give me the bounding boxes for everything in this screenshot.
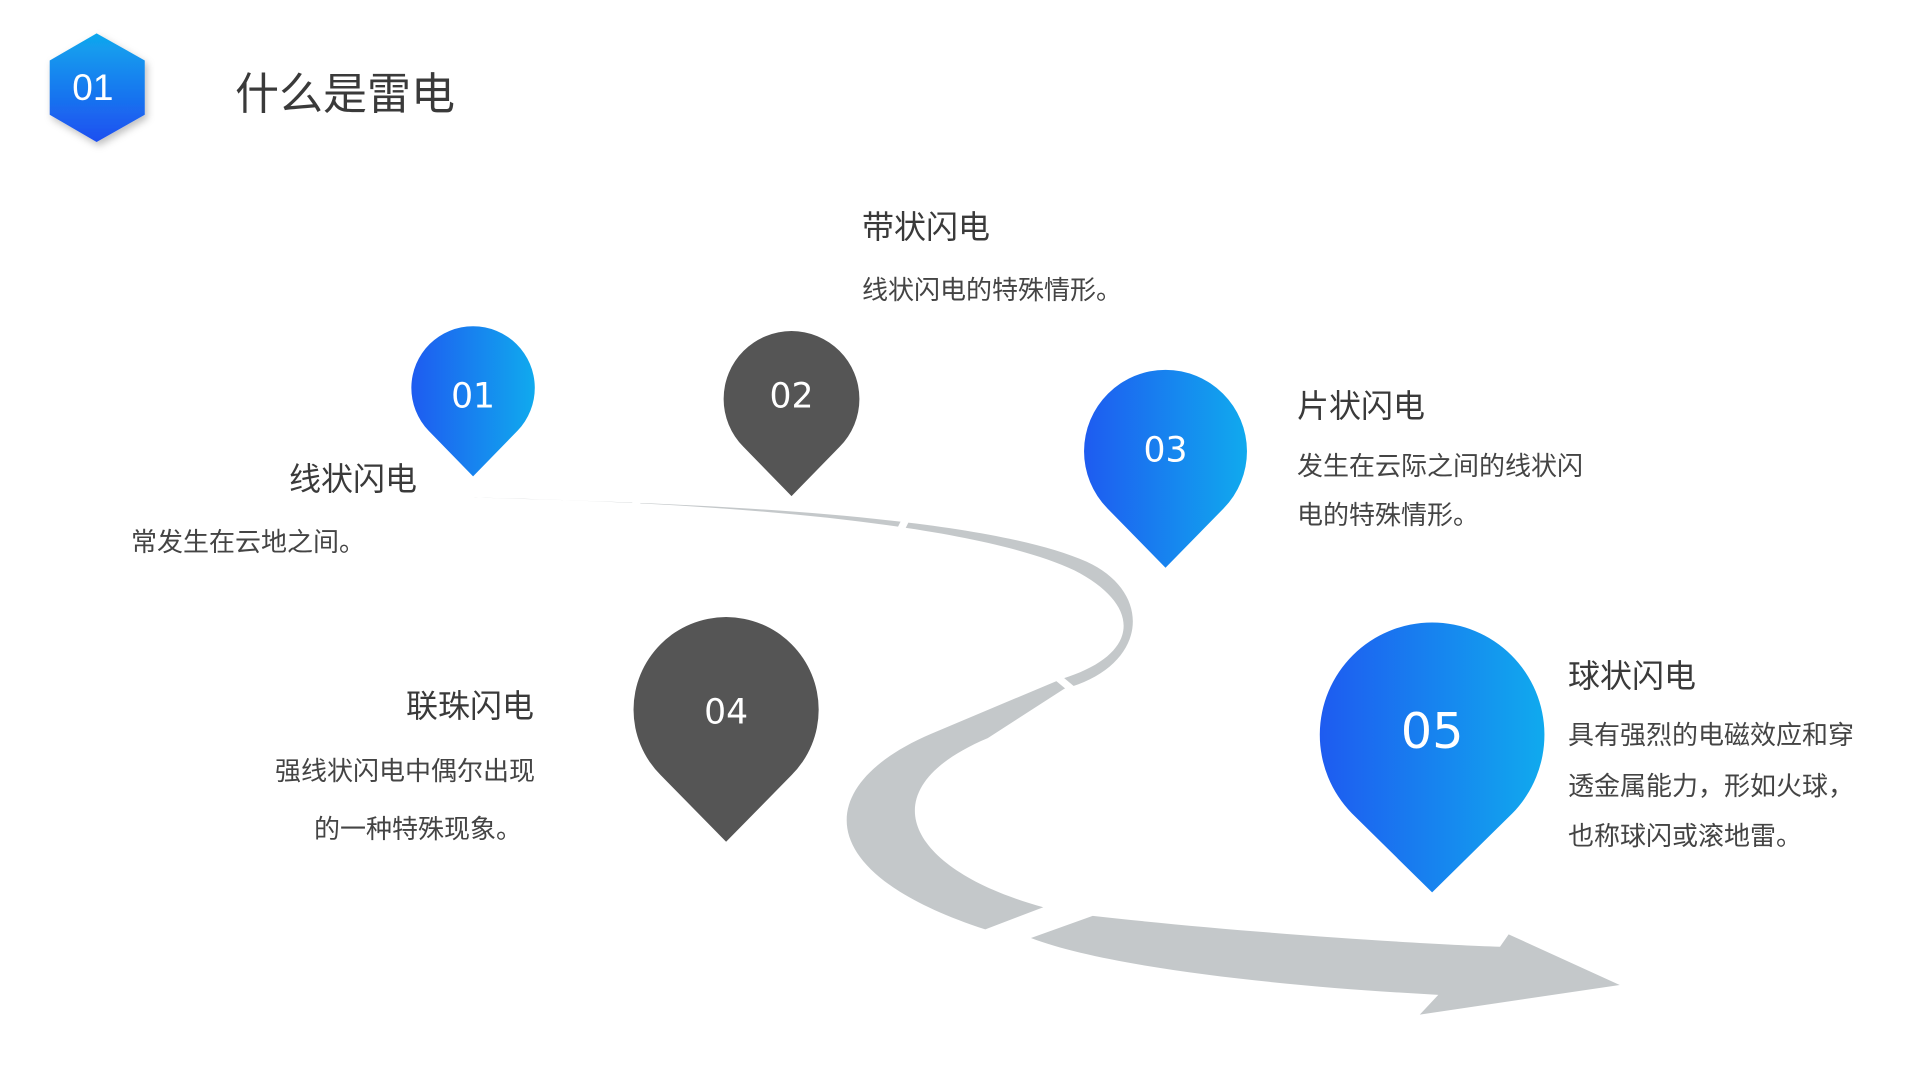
- pin-05[interactable]: 05: [1319, 622, 1545, 893]
- pin-number: 05: [1401, 702, 1464, 760]
- item-05-desc-line1: 具有强烈的电磁效应和穿: [1568, 721, 1855, 751]
- pin-number: 04: [704, 692, 748, 732]
- pin-number: 03: [1144, 431, 1188, 471]
- item-03-desc-line1: 发生在云际之间的线状闪: [1297, 452, 1584, 482]
- map-pin-icon: [411, 326, 535, 477]
- item-03-desc-line2: 电的特殊情形。: [1297, 501, 1480, 531]
- pin-01[interactable]: 01: [411, 326, 535, 477]
- item-01-title: 线状闪电: [288, 460, 417, 498]
- map-pin-icon: [633, 617, 819, 842]
- item-05-desc-line3: 也称球闪或滚地雷。: [1568, 822, 1803, 852]
- map-pin-icon: [1319, 622, 1545, 893]
- pin-03[interactable]: 03: [1084, 369, 1247, 568]
- section-badge: 01: [49, 33, 145, 142]
- badge-number: 01: [72, 66, 113, 108]
- map-pin-icon: [1084, 369, 1247, 568]
- pin-number: 01: [451, 376, 495, 416]
- item-05-desc-line2: 透金属能力，形如火球，: [1568, 772, 1855, 802]
- map-pin-icon: [723, 331, 860, 497]
- pin-02[interactable]: 02: [723, 331, 860, 497]
- item-04-desc-line2: 的一种特殊现象。: [313, 815, 522, 845]
- road-path: [463, 497, 1133, 930]
- road-arrow: [1030, 915, 1620, 1015]
- hexagon-icon: [49, 33, 145, 142]
- pin-number: 02: [770, 376, 814, 416]
- item-02-desc: 线状闪电的特殊情形。: [862, 276, 1123, 306]
- item-04-title: 联珠闪电: [405, 687, 534, 725]
- item-05-title: 球状闪电: [1568, 657, 1697, 695]
- item-04-desc-line1: 强线状闪电中偶尔出现: [274, 757, 535, 787]
- item-03-title: 片状闪电: [1297, 387, 1426, 425]
- item-02-title: 带状闪电: [862, 208, 991, 246]
- page-title: 什么是雷电: [235, 69, 455, 120]
- item-01-desc: 常发生在云地之间。: [131, 528, 366, 558]
- pin-04[interactable]: 04: [633, 617, 819, 842]
